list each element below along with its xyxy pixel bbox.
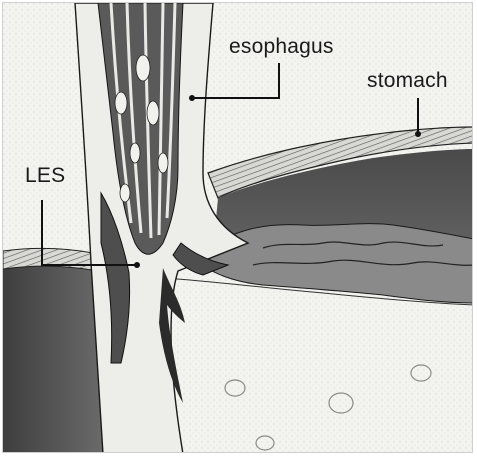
label-stomach: stomach: [367, 70, 448, 91]
diagram-frame: esophagus stomach LES: [2, 2, 473, 453]
label-esophagus: esophagus: [229, 36, 334, 57]
label-les: LES: [25, 165, 65, 186]
left-cavity: [3, 254, 103, 453]
